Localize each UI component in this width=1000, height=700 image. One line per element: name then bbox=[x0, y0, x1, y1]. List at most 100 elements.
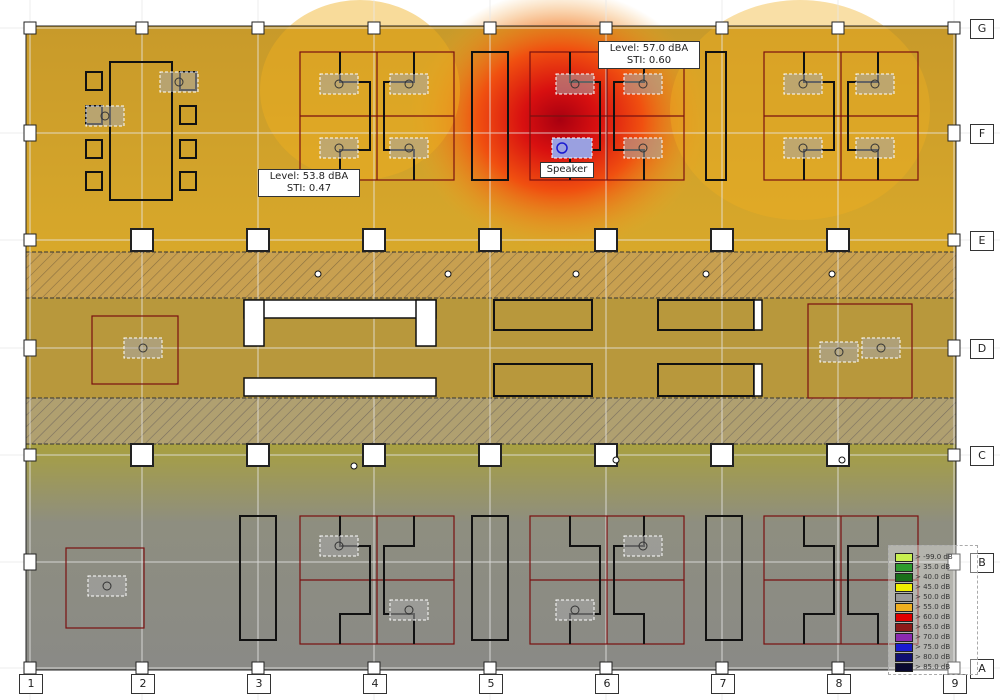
legend-text: > 55.0 dB bbox=[915, 603, 951, 611]
pillar bbox=[23, 21, 37, 35]
pillar bbox=[251, 661, 265, 675]
receiver-marker[interactable] bbox=[855, 73, 895, 95]
receiver-marker[interactable] bbox=[87, 575, 127, 597]
pillar bbox=[715, 661, 729, 675]
legend-text: > 40.0 dB bbox=[915, 573, 951, 581]
legend-swatch bbox=[895, 633, 913, 642]
pillar bbox=[483, 21, 497, 35]
level-legend: > -99.0 dB> 35.0 dB> 40.0 dB> 45.0 dB > 5… bbox=[888, 545, 978, 675]
receiver-marker[interactable] bbox=[389, 599, 429, 621]
pillar bbox=[478, 443, 502, 467]
receiver-marker[interactable] bbox=[319, 535, 359, 557]
ceiling-dot bbox=[350, 462, 358, 470]
receiver-marker[interactable] bbox=[861, 337, 901, 359]
receiver-dot bbox=[570, 79, 580, 89]
legend-text: > 85.0 dB bbox=[915, 663, 951, 671]
receiver-marker[interactable] bbox=[389, 137, 429, 159]
pillar bbox=[246, 228, 270, 252]
pillar bbox=[367, 21, 381, 35]
legend-text: > -99.0 dB bbox=[915, 553, 953, 561]
receiver-marker[interactable] bbox=[783, 73, 823, 95]
receiver-marker[interactable] bbox=[555, 599, 595, 621]
receiver-marker[interactable] bbox=[555, 73, 595, 95]
row-tag-D: D bbox=[970, 339, 994, 359]
pillar bbox=[947, 553, 961, 571]
legend-text: > 80.0 dB bbox=[915, 653, 951, 661]
column-tag-2: 2 bbox=[131, 674, 155, 694]
column-tag-3: 3 bbox=[247, 674, 271, 694]
legend-row: > 60.0 dB bbox=[895, 612, 975, 622]
receiver-marker[interactable] bbox=[319, 137, 359, 159]
receiver-dot bbox=[638, 143, 648, 153]
legend-row: > 45.0 dB bbox=[895, 582, 975, 592]
receiver-marker[interactable] bbox=[819, 341, 859, 363]
heatmap-zone-lower bbox=[26, 444, 956, 670]
receiver-dot bbox=[334, 79, 344, 89]
pillars bbox=[23, 21, 961, 675]
receiver-marker[interactable] bbox=[623, 137, 663, 159]
speaker-source[interactable] bbox=[551, 137, 593, 159]
column-tag-9: 9 bbox=[943, 674, 967, 694]
receiver-dot bbox=[138, 343, 148, 353]
legend-text: > 60.0 dB bbox=[915, 613, 951, 621]
legend-row: > -99.0 dB bbox=[895, 552, 975, 562]
receiver-dot bbox=[638, 541, 648, 551]
legend-swatch bbox=[895, 613, 913, 622]
pillar bbox=[23, 233, 37, 247]
receiver-marker[interactable] bbox=[85, 105, 125, 127]
legend-row: > 35.0 dB bbox=[895, 562, 975, 572]
column-tag-7: 7 bbox=[711, 674, 735, 694]
receiver-marker[interactable] bbox=[123, 337, 163, 359]
pillar bbox=[362, 228, 386, 252]
receiver-marker[interactable] bbox=[319, 73, 359, 95]
pillar bbox=[710, 228, 734, 252]
receiver-dot bbox=[570, 605, 580, 615]
pillar bbox=[599, 661, 613, 675]
pillar bbox=[947, 339, 961, 357]
ceiling-dot bbox=[314, 270, 322, 278]
receiver-dot bbox=[404, 143, 414, 153]
ceiling-dot bbox=[572, 270, 580, 278]
receiver-marker[interactable] bbox=[855, 137, 895, 159]
pillar bbox=[23, 661, 37, 675]
pillar bbox=[710, 443, 734, 467]
receiver-dot bbox=[334, 541, 344, 551]
pillar bbox=[23, 553, 37, 571]
row-tag-G: G bbox=[970, 19, 994, 39]
pillar bbox=[599, 21, 613, 35]
legend-swatch bbox=[895, 653, 913, 662]
receiver-marker[interactable] bbox=[623, 73, 663, 95]
pillar bbox=[246, 443, 270, 467]
receiver-dot bbox=[100, 111, 110, 121]
receiver-marker[interactable] bbox=[389, 73, 429, 95]
desk-partition bbox=[847, 516, 879, 644]
speaker-label[interactable]: Speaker bbox=[540, 162, 594, 178]
receiver-dot bbox=[102, 581, 112, 591]
column-tag-6: 6 bbox=[595, 674, 619, 694]
pillar bbox=[130, 228, 154, 252]
receiver-dot bbox=[870, 79, 880, 89]
pillar bbox=[362, 443, 386, 467]
column-tag-1: 1 bbox=[19, 674, 43, 694]
ceiling-dot bbox=[702, 270, 710, 278]
row-tag-C: C bbox=[970, 446, 994, 466]
ceiling-dot bbox=[444, 270, 452, 278]
pillar bbox=[594, 443, 618, 467]
sti-text: STI: 0.47 bbox=[286, 183, 332, 194]
legend-swatch bbox=[895, 623, 913, 632]
legend-swatch bbox=[895, 573, 913, 582]
corridor-upper bbox=[25, 251, 957, 299]
receiver-marker[interactable] bbox=[159, 71, 199, 93]
receiver-dot bbox=[834, 347, 844, 357]
receiver-marker[interactable] bbox=[623, 535, 663, 557]
column-tag-8: 8 bbox=[827, 674, 851, 694]
legend-row: > 75.0 dB bbox=[895, 642, 975, 652]
legend-swatch bbox=[895, 643, 913, 652]
receiver-dot bbox=[870, 143, 880, 153]
receiver-dot bbox=[174, 77, 184, 87]
corridor-lower bbox=[25, 397, 957, 445]
receiver-marker[interactable] bbox=[783, 137, 823, 159]
